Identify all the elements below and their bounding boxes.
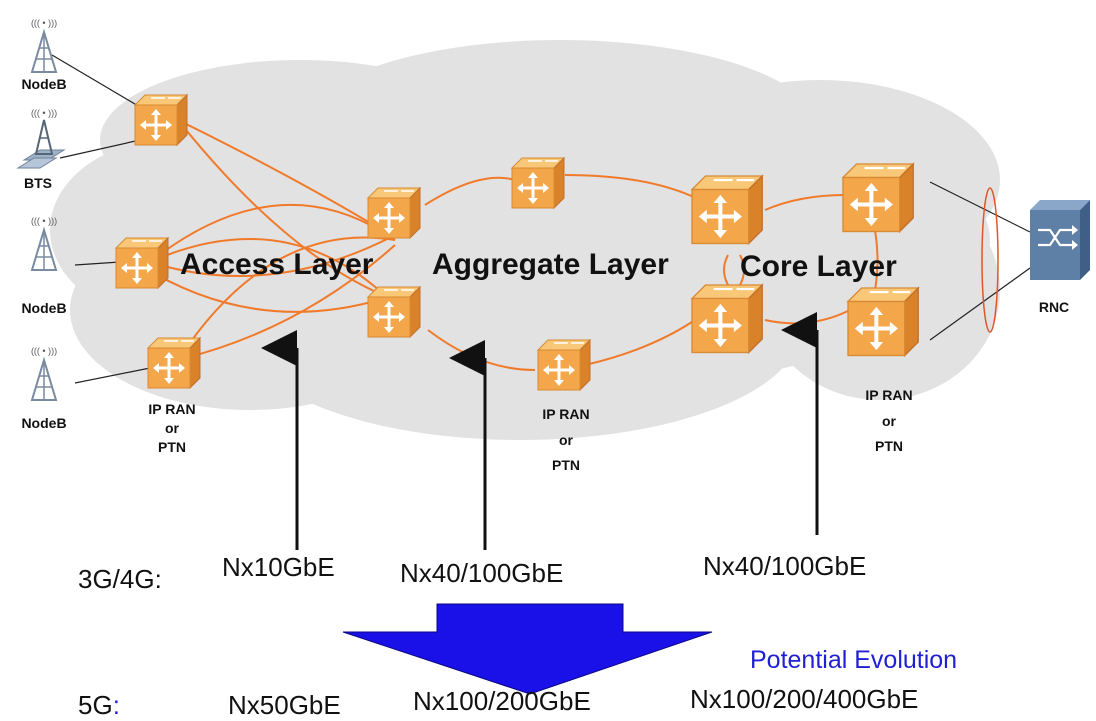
- access-links: [51, 54, 1031, 384]
- rate-core-5g: Nx100/200/400GbE: [690, 684, 918, 714]
- generation-3g4g-label: 3G/4G:: [78, 564, 162, 594]
- nodeb-label: NodeB: [21, 76, 66, 92]
- ipran-line: IP RAN: [148, 401, 195, 417]
- rate-access-3g4g: Nx10GbE: [222, 552, 335, 582]
- generation-5g-prefix: 5G: [78, 690, 113, 720]
- ipran-line: IP RAN: [542, 406, 589, 422]
- rnc-label: RNC: [1039, 299, 1069, 315]
- antenna-tower-icon: [29, 17, 59, 73]
- router-icon: [848, 288, 918, 356]
- rnc-switch-icon: [1030, 200, 1090, 280]
- bts-icon: ((( • ))): [16, 108, 66, 169]
- rate-core-3g4g: Nx40/100GbE: [703, 551, 866, 581]
- nodeb-label: NodeB: [21, 300, 66, 316]
- router-icon: [692, 176, 762, 244]
- ipran-line: PTN: [552, 457, 580, 473]
- router-icon: [114, 236, 170, 290]
- ipran-line: or: [165, 420, 180, 436]
- router-icon: [510, 156, 566, 210]
- router-icon: [692, 285, 762, 353]
- ipran-core-label: IP RAN or PTN: [865, 387, 912, 454]
- router-icon: [133, 93, 189, 147]
- access-layer-label: Access Layer: [180, 248, 374, 281]
- ipran-line: PTN: [875, 438, 903, 454]
- router-icon: [536, 338, 592, 392]
- rate-aggregate-5g: Nx100/200GbE: [413, 686, 591, 716]
- ipran-line: PTN: [158, 439, 186, 455]
- bts-label: BTS: [24, 175, 52, 191]
- svg-text:((( • ))): ((( • ))): [31, 108, 57, 118]
- antenna-tower-icon: [29, 345, 59, 401]
- router-icon: [843, 164, 913, 232]
- ipran-line: or: [559, 432, 574, 448]
- generation-5g-label: 5G:: [78, 690, 120, 720]
- orange-links: [139, 119, 879, 371]
- rnc-link-bundle: [981, 187, 999, 333]
- rate-access-5g: Nx50GbE: [228, 690, 341, 720]
- rate-aggregate-3g4g: Nx40/100GbE: [400, 558, 563, 588]
- router-icon: [146, 336, 202, 390]
- generation-5g-suffix: :: [113, 690, 120, 720]
- evolution-arrow-icon: [342, 603, 713, 695]
- core-layer-label: Core Layer: [740, 250, 897, 283]
- ipran-aggregate-label: IP RAN or PTN: [542, 406, 589, 473]
- aggregate-layer-label: Aggregate Layer: [432, 248, 669, 281]
- ipran-line: or: [882, 413, 897, 429]
- potential-evolution-label: Potential Evolution: [750, 646, 957, 674]
- router-icon: [366, 285, 422, 339]
- router-icon: [366, 186, 422, 240]
- ipran-line: IP RAN: [865, 387, 912, 403]
- nodeb-label: NodeB: [21, 415, 66, 431]
- ipran-access-label: IP RAN or PTN: [148, 401, 195, 455]
